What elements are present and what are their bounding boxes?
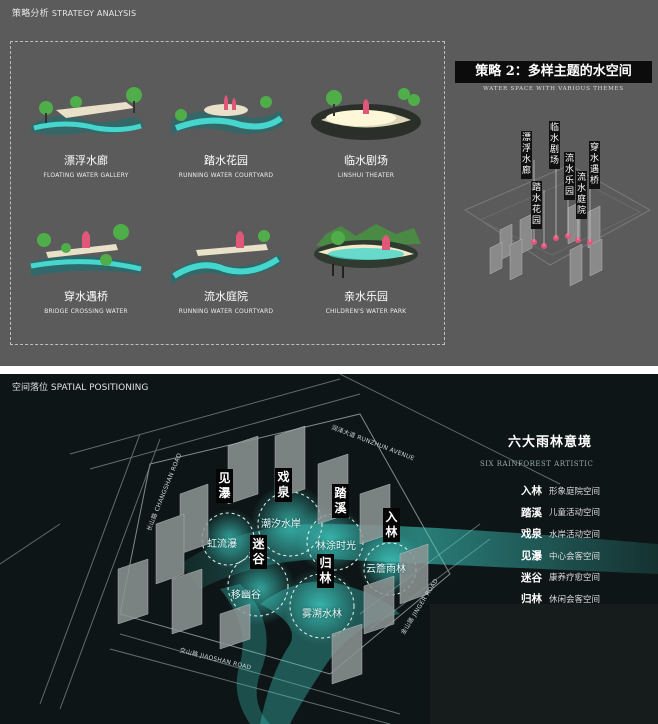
label-running-courtyard: 流水庭院 [576,171,587,219]
card-linshui-theater: 临水剧场 LINSHUI THEATER [301,80,431,179]
legend-key: 踏溪 [521,506,542,519]
card-cn: 临水剧场 [344,154,388,167]
card-bridge-crossing: 穿水遇桥 BRIDGE CROSSING WATER [21,214,151,315]
legend-desc: 水岸活动空间 [549,529,601,540]
card-en: BRIDGE CROSSING WATER [44,308,128,315]
legend-desc: 康养疗愈空间 [549,573,601,584]
section-divider [0,366,658,374]
label-linshui-theater: 临水剧场 [549,121,560,169]
card-childrens-park: 亲水乐园 CHILDREN'S WATER PARK [301,214,431,315]
legend-row: 踏溪儿童活动空间 [521,502,600,524]
label-bridge-crossing: 穿水遇桥 [589,141,600,189]
card-cn: 漂浮水廊 [64,154,108,167]
section-title-en: SPATIAL POSITIONING [50,383,149,393]
running-courtyard-2-illustration [171,230,281,284]
section-title: 空间落位 SPATIAL POSITIONING [12,380,148,393]
rainforest-subheading: SIX RAINFOREST ARTISTIC [480,460,594,468]
place-text-wusu: 雾溯水林 [302,609,342,620]
section-title: 策略分析 STRATEGY ANALYSIS [12,6,136,19]
card-running-courtyard-2: 流水庭院 RUNNING WATER COURTYARD [161,214,291,315]
strategy-subtitle: WATER SPACE WITH VARIOUS THEMES [483,86,624,92]
spatial-map [0,374,658,724]
legend-desc: 形象庭院空间 [549,486,601,497]
card-cn: 踏水花园 [204,154,248,167]
card-en: FLOATING WATER GALLERY [43,172,129,179]
place-text-yunyan: 云簷雨林 [366,564,406,575]
place-text-hongliupu: 虹流瀑 [207,539,237,550]
card-floating-gallery: 漂浮水廊 FLOATING WATER GALLERY [21,80,151,179]
floating-gallery-illustration [31,87,144,135]
linshui-theater-illustration [311,88,421,140]
card-en: RUNNING WATER COURTYARD [178,172,274,179]
card-cn: 穿水遇桥 [64,290,108,303]
legend-key: 归林 [521,593,542,606]
map-tag-jianpu: 见瀑 [216,469,233,503]
legend-key: 迷谷 [521,571,542,584]
legend-desc: 儿童活动空间 [549,508,601,519]
label-running-garden: 踏水花园 [531,181,542,229]
legend-key: 戏泉 [521,528,542,541]
legend-row: 见瀑中心会客空间 [521,545,600,567]
label-floating-gallery: 漂浮水廊 [521,131,532,179]
legend-desc: 休闲会客空间 [549,594,601,605]
legend-row: 入林形象庭院空间 [521,480,600,502]
legend-key: 见瀑 [521,550,542,563]
map-tag-migu: 迷谷 [250,535,267,569]
section-title-cn: 策略分析 [12,9,49,19]
legend-row: 戏泉水岸活动空间 [521,523,600,545]
bridge-crossing-illustration [30,224,142,276]
label-water-park: 流水乐园 [564,152,575,200]
card-running-courtyard: 踏水花园 RUNNING WATER COURTYARD [161,80,291,179]
map-tag-taxi: 踏溪 [332,484,349,518]
card-en: RUNNING WATER COURTYARD [178,308,274,315]
strategy-panel: 策略分析 STRATEGY ANALYSIS 漂浮水廊 FLOATING WAT… [10,6,652,345]
place-text-chaoxi: 潮汐水岸 [261,519,301,530]
running-courtyard-illustration [171,95,284,135]
map-tag-rulin: 入林 [383,508,400,542]
card-en: CHILDREN'S WATER PARK [325,308,407,315]
card-cn: 流水庭院 [204,290,248,303]
place-text-yiyougu: 移幽谷 [231,590,261,601]
themes-frame: 漂浮水廊 FLOATING WATER GALLERY 踏水花园 RUNNING… [10,41,445,345]
section-title-cn: 空间落位 [12,383,49,393]
legend-row: 迷谷康养疗愈空间 [521,566,600,588]
map-tag-xiquan: 戏泉 [275,468,292,502]
rainforest-legend: 入林形象庭院空间 踏溪儿童活动空间 戏泉水岸活动空间 见瀑中心会客空间 迷谷康养… [521,480,600,610]
map-tag-guilin: 归林 [317,554,334,588]
place-text-lintu: 林涂时光 [316,541,356,552]
site-model-illustration [463,150,652,287]
strategy-title: 策略 2：多样主题的水空间 [455,61,652,83]
legend-key: 入林 [521,485,542,498]
card-en: LINSHUI THEATER [337,172,395,179]
legend-row: 归林休闲会客空间 [521,588,600,610]
section-title-en: STRATEGY ANALYSIS [51,9,137,18]
childrens-park-illustration [314,224,421,278]
card-cn: 亲水乐园 [344,290,388,303]
spatial-positioning-panel: 空间落位 SPATIAL POSITIONING 润泽大道 RUNZHUN AV… [0,374,658,724]
legend-desc: 中心会客空间 [549,551,601,562]
rainforest-heading: 六大雨林意境 [508,435,593,450]
